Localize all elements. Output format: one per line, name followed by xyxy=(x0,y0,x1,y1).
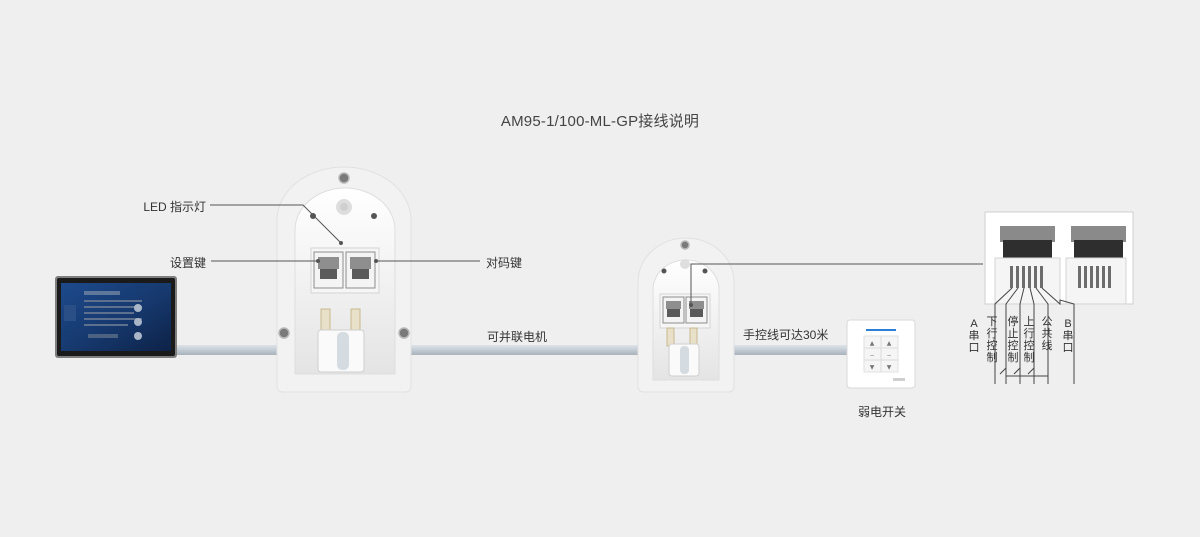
mount-screw-top xyxy=(338,172,350,184)
tablet-device xyxy=(55,276,177,358)
leader-lines xyxy=(210,204,983,307)
svg-text:▲: ▲ xyxy=(870,340,875,347)
pin-label-up: 上行控制 xyxy=(1023,316,1035,364)
motor-head-secondary xyxy=(637,237,735,393)
label-set-key: 设置键 xyxy=(169,256,206,270)
zoom-leader xyxy=(690,263,983,305)
svg-text:▼: ▼ xyxy=(887,364,892,371)
pin-label-b-port: B串口 xyxy=(1062,318,1074,354)
label-parallel-motor: 可并联电机 xyxy=(487,330,548,344)
page-title: AM95-1/100-ML-GP接线说明 xyxy=(500,113,700,130)
label-led-indicator: LED 指示灯 xyxy=(143,200,206,214)
pin-label-down: 下行控制 xyxy=(986,316,998,364)
pin-label-a-port: A串口 xyxy=(968,318,980,354)
svg-text:▲: ▲ xyxy=(887,340,892,347)
pin-label-stop: 停止控制 xyxy=(1007,316,1019,364)
svg-text:−: − xyxy=(886,352,891,359)
svg-text:−: − xyxy=(869,352,874,359)
svg-text:▼: ▼ xyxy=(870,364,875,371)
label-pair-key: 对码键 xyxy=(486,256,523,270)
mount-screw-right xyxy=(398,327,410,339)
motor-head-main xyxy=(276,166,412,393)
pinout-wires xyxy=(994,287,1075,384)
rj-port-zoom xyxy=(984,211,1134,305)
weak-current-switch: ▲ ▲ − − ▼ ▼ xyxy=(846,319,916,389)
label-weak-switch: 弱电开关 xyxy=(858,405,907,419)
label-hand-control: 手控线可达30米 xyxy=(743,328,829,342)
led-leader xyxy=(210,204,342,244)
set-key-dot xyxy=(310,213,316,219)
mount-screw-left xyxy=(278,327,290,339)
pin-label-common: 公共线 xyxy=(1041,316,1053,352)
pair-key-dot xyxy=(371,213,377,219)
